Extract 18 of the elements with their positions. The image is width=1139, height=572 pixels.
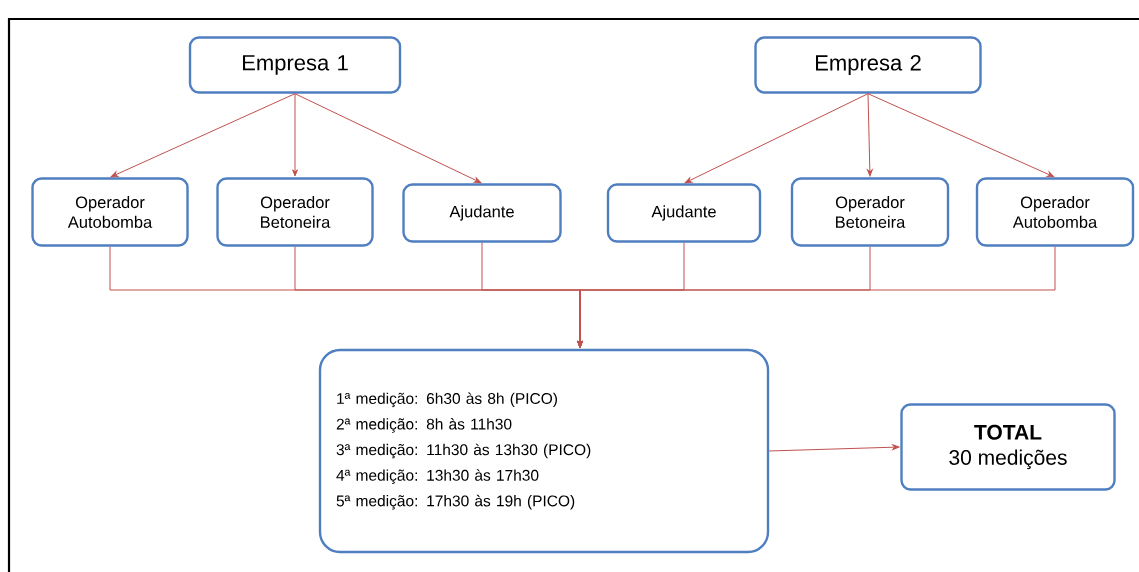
arrow <box>768 444 900 452</box>
arrow <box>867 93 1055 178</box>
arrow <box>577 246 1056 348</box>
schedule-box: 1ª medição: 6h30 às 8h (PICO) 2ª medição: 8h às 11h30 3ª medição: 11h30 às 13h30 (PICO) 4ª medição: 13h30 às 17h30 5ª medição: 17h30 às 19h (PICO) <box>318 348 770 554</box>
role-box: Operador Betoneira <box>216 177 374 247</box>
arrow <box>110 93 296 178</box>
role-box: Operador Autobomba <box>975 177 1135 247</box>
total-box: TOTAL 30 medições <box>900 403 1116 491</box>
arrow <box>292 93 298 177</box>
company-box: Empresa 1 <box>188 36 402 94</box>
arrow <box>866 93 873 177</box>
role-box: Operador Autobomba <box>31 177 189 247</box>
company-box: Empresa 2 <box>754 36 982 94</box>
role-box: Operador Betoneira <box>790 177 950 247</box>
role-box: Ajudante <box>606 183 762 243</box>
role-box: Ajudante <box>402 183 562 243</box>
arrow <box>294 93 482 184</box>
arrow <box>684 93 869 184</box>
